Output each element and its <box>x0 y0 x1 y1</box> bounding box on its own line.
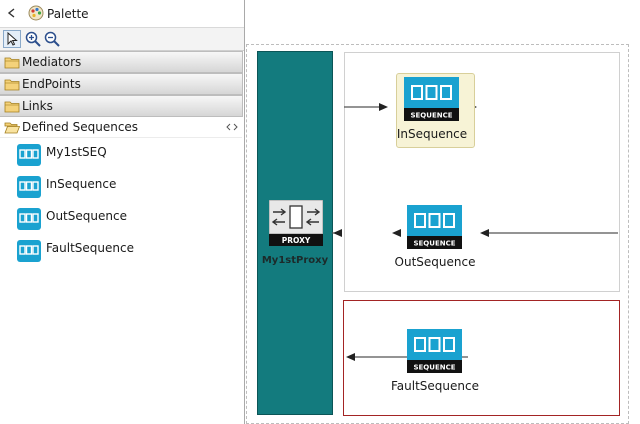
sequence-node-label: OutSequence <box>394 255 476 269</box>
faultsequence-node[interactable]: SEQUENCE FaultSequence <box>380 323 480 403</box>
zoom-in-icon[interactable] <box>24 30 42 48</box>
proxy-service-container[interactable]: PROXY My1stProxy <box>257 51 333 415</box>
zoom-out-icon[interactable] <box>43 30 61 48</box>
sequence-label: InSequence <box>46 177 117 191</box>
proxy-icon[interactable]: PROXY <box>269 200 323 246</box>
select-tool-icon[interactable] <box>3 30 21 48</box>
drawer-defined-sequences[interactable]: Defined Sequences <box>0 117 242 138</box>
palette-icon <box>28 5 44 21</box>
sequence-node-icon: SEQUENCE <box>404 77 459 121</box>
sequence-node-text: SEQUENCE <box>413 240 455 248</box>
collapse-palette-icon[interactable] <box>6 7 18 19</box>
palette-title: Palette <box>47 7 89 21</box>
palette-panel: Palette Mediators EndPoints <box>0 0 245 424</box>
sequence-icon <box>17 240 41 262</box>
palette-toolbar <box>0 28 244 51</box>
sequence-node-icon: SEQUENCE <box>407 205 462 249</box>
palette-sequence-insequence[interactable]: InSequence <box>16 174 236 204</box>
palette-sequence-outsequence[interactable]: OutSequence <box>16 206 236 236</box>
sequence-icon <box>17 176 41 198</box>
drawer-label: EndPoints <box>22 77 81 91</box>
palette-header: Palette <box>0 0 244 28</box>
outsequence-node[interactable]: SEQUENCE OutSequence <box>380 199 480 279</box>
drawer-links[interactable]: Links <box>0 95 243 117</box>
folder-icon <box>4 57 20 69</box>
sequence-node-text: SEQUENCE <box>410 112 452 120</box>
proxy-name: My1stProxy <box>261 255 329 266</box>
drawer-label: Mediators <box>22 55 82 69</box>
drawer-label: Defined Sequences <box>22 120 139 134</box>
insequence-node[interactable]: SEQUENCE InSequence <box>377 71 477 151</box>
sequence-node-text: SEQUENCE <box>413 364 455 372</box>
sequence-label: My1stSEQ <box>46 145 107 159</box>
palette-sequence-faultsequence[interactable]: FaultSequence <box>16 238 236 268</box>
drawer-label: Links <box>22 99 53 113</box>
drawer-endpoints[interactable]: EndPoints <box>0 73 243 95</box>
sequence-node-icon: SEQUENCE <box>407 329 462 373</box>
proxy-icon-text: PROXY <box>282 236 311 245</box>
sequence-label: FaultSequence <box>46 241 134 255</box>
pin-drawer-icon[interactable] <box>226 121 238 133</box>
drawer-mediators[interactable]: Mediators <box>0 51 243 73</box>
sequence-node-label: FaultSequence <box>391 379 479 393</box>
folder-icon <box>4 79 20 91</box>
sequence-label: OutSequence <box>46 209 127 223</box>
sequence-icon <box>17 208 41 230</box>
sequence-node-label: InSequence <box>396 127 468 141</box>
palette-sequence-my1stseq[interactable]: My1stSEQ <box>16 142 236 172</box>
diagram-canvas[interactable]: PROXY My1stProxy SEQUENCE <box>246 0 640 424</box>
folder-icon <box>4 101 20 113</box>
fault-flow-box <box>343 300 620 416</box>
message-flow-box <box>344 52 620 292</box>
open-folder-icon <box>4 122 20 134</box>
sequence-icon <box>17 144 41 166</box>
